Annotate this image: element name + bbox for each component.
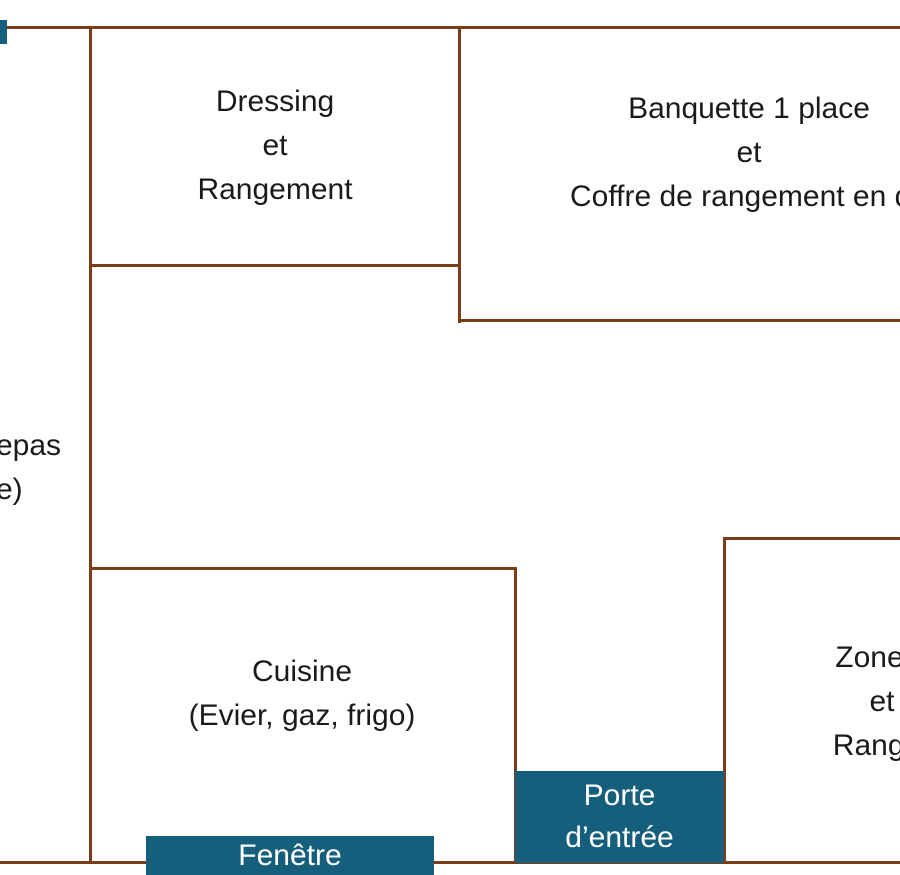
cuisine-label: Cuisine (Evier, gaz, frigo): [92, 650, 512, 738]
banquette-label-line2: et: [736, 136, 762, 169]
porte-entree: Porte d’entrée: [515, 771, 724, 863]
zone-label-line3: Ranger: [832, 729, 900, 762]
left-divider-wall: [89, 26, 92, 864]
bottom-wall: [0, 861, 900, 864]
fenetre-label: Fenêtre: [238, 839, 342, 872]
cuisine-top-wall: [89, 567, 517, 570]
top-wall: [0, 26, 900, 29]
porte-label-line2: d’entrée: [565, 821, 674, 854]
zone-label-line2: et: [869, 685, 895, 718]
banquette-label-line3: Coffre de rangement en de: [569, 180, 900, 213]
dressing-label-line1: Dressing: [215, 85, 335, 118]
fenetre: Fenêtre: [146, 836, 434, 875]
zone-label-line1: Zone d: [835, 641, 900, 674]
repas-label: epas e): [0, 424, 61, 512]
banquette-label: Banquette 1 place et Coffre de rangement…: [489, 87, 900, 219]
dressing-label-line3: Rangement: [197, 173, 353, 206]
top-left-opening-marker: [0, 20, 7, 44]
zone-label: Zone d et Ranger: [776, 636, 900, 768]
zone-left-wall: [723, 537, 726, 864]
cuisine-label-line2: (Evier, gaz, frigo): [188, 699, 416, 732]
repas-label-line2: e): [0, 473, 23, 506]
repas-label-line1: epas: [0, 429, 62, 462]
dressing-right-wall: [458, 26, 461, 323]
banquette-bottom-wall: [458, 319, 900, 322]
zone-top-wall: [723, 537, 900, 540]
cuisine-right-wall: [514, 567, 517, 864]
dressing-bottom-wall: [89, 264, 461, 267]
dressing-label-line2: et: [262, 129, 288, 162]
cuisine-label-line1: Cuisine: [251, 655, 353, 688]
dressing-label: Dressing et Rangement: [91, 80, 459, 212]
banquette-label-line1: Banquette 1 place: [628, 92, 870, 125]
porte-label-line1: Porte: [583, 779, 656, 812]
